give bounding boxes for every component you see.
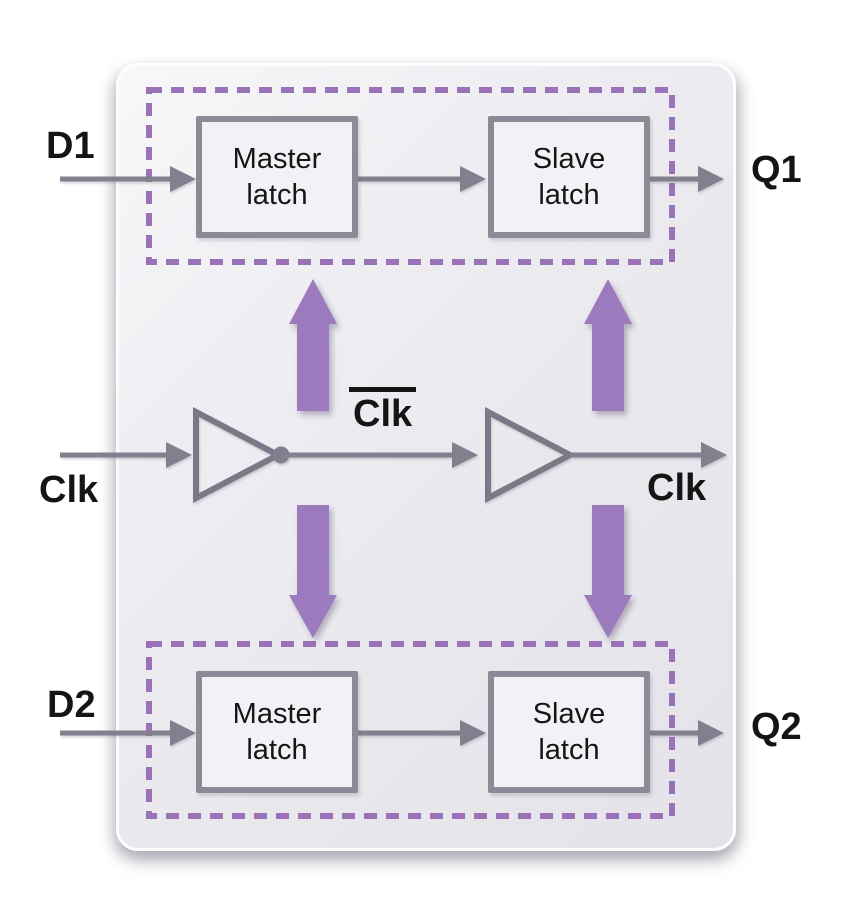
q2-arrowhead-icon (698, 720, 724, 746)
top-master-latch-box: Master latch (196, 116, 358, 238)
q1-arrowhead-icon (698, 166, 724, 192)
clk-out-arrowhead-icon (701, 442, 727, 468)
top-flipflop-dashed-outline (146, 87, 675, 265)
inverter-buffer-icon (193, 407, 285, 503)
q1-label: Q1 (751, 149, 802, 191)
clk-output-label: Clk (647, 467, 707, 509)
down-arrow-left-icon (289, 505, 337, 638)
clk-inverted-text: Clk (349, 387, 417, 433)
bottom-flipflop-dashed-outline (146, 641, 675, 819)
bottom-mid-arrowhead-icon (460, 720, 486, 746)
clk-in-arrowhead-icon (166, 442, 192, 468)
signal-wire-group (60, 166, 727, 746)
bottom-master-latch-box: Master latch (196, 671, 358, 793)
buffer-icon (485, 407, 577, 503)
top-mid-arrowhead-icon (460, 166, 486, 192)
clk-inverted-label: Clk (349, 387, 417, 433)
d1-label: D1 (46, 125, 95, 167)
dashed-outline-group (146, 87, 675, 819)
clock-arrow-group (289, 279, 632, 638)
d1-arrowhead-icon (170, 166, 196, 192)
clk-input-label: Clk (39, 469, 99, 511)
up-arrow-right-icon (584, 279, 632, 411)
q2-label: Q2 (751, 706, 802, 748)
d2-label: D2 (47, 684, 96, 726)
clk-mid-arrowhead-icon (452, 442, 478, 468)
up-arrow-left-icon (289, 279, 337, 411)
down-arrow-right-icon (584, 505, 632, 638)
bottom-slave-latch-box: Slave latch (488, 671, 650, 793)
top-slave-latch-box: Slave latch (488, 116, 650, 238)
d2-arrowhead-icon (170, 720, 196, 746)
